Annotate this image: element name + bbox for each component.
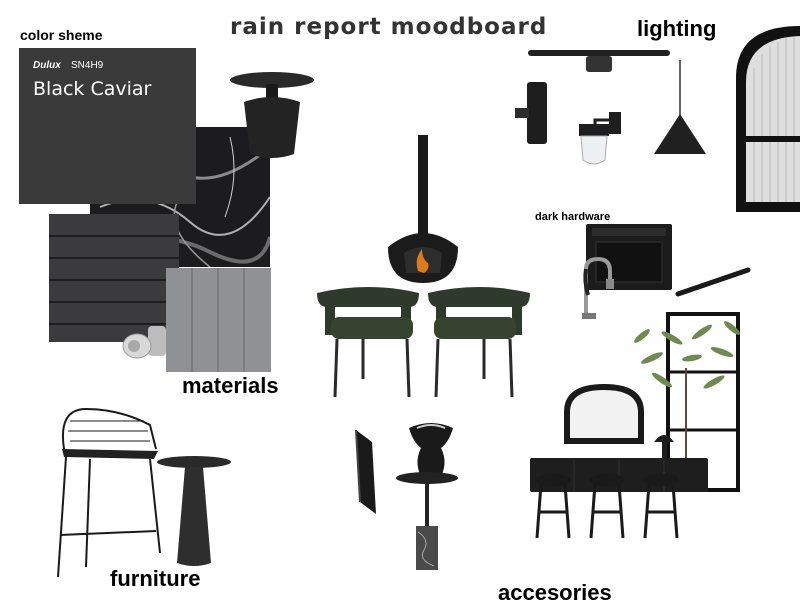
arched-mirror [564,384,644,444]
picture-light-icon [528,50,670,72]
section-label-lighting: lighting [637,16,717,41]
hanging-fireplace [388,135,458,283]
green-dining-chair-right [428,287,530,398]
grey-panel-sample [166,268,271,372]
pedestal-side-table [157,456,231,566]
sculptural-vase [409,423,453,482]
glass-wall-light-icon [579,112,621,165]
built-in-oven [586,224,672,290]
section-label-hardware: dark hardware [535,211,611,223]
section-label-furniture: furniture [110,566,201,591]
paint-swatch-card: Dulux SN4H9 Black Caviar [19,48,196,204]
black-pull-handle [675,267,751,297]
cladding-sample [49,214,179,342]
olive-tree-plant [634,321,740,470]
marble-pedestal-table [396,472,458,570]
wire-bar-stool [57,407,161,578]
robe-hook-icon [122,326,166,359]
section-label-accessories: accesories [498,580,612,605]
table-lamp-icon [654,435,674,462]
paint-code: SN4H9 [71,60,104,71]
moodboard-title: rain report moodboard [230,14,548,40]
section-label-materials: materials [182,373,279,398]
wall-sconce-icon [515,82,547,144]
arched-window-mirror [736,26,800,212]
black-side-table [230,72,314,158]
kitchen-tap [582,256,614,319]
black-bar-stools [535,474,679,539]
paint-brand: Dulux [33,60,61,71]
paint-name: Black Caviar [33,78,152,100]
green-dining-chair-left [317,287,419,398]
pendant-light-icon [654,60,706,154]
black-wall-sculpture [355,429,376,514]
section-label-color: color sheme [20,27,103,43]
